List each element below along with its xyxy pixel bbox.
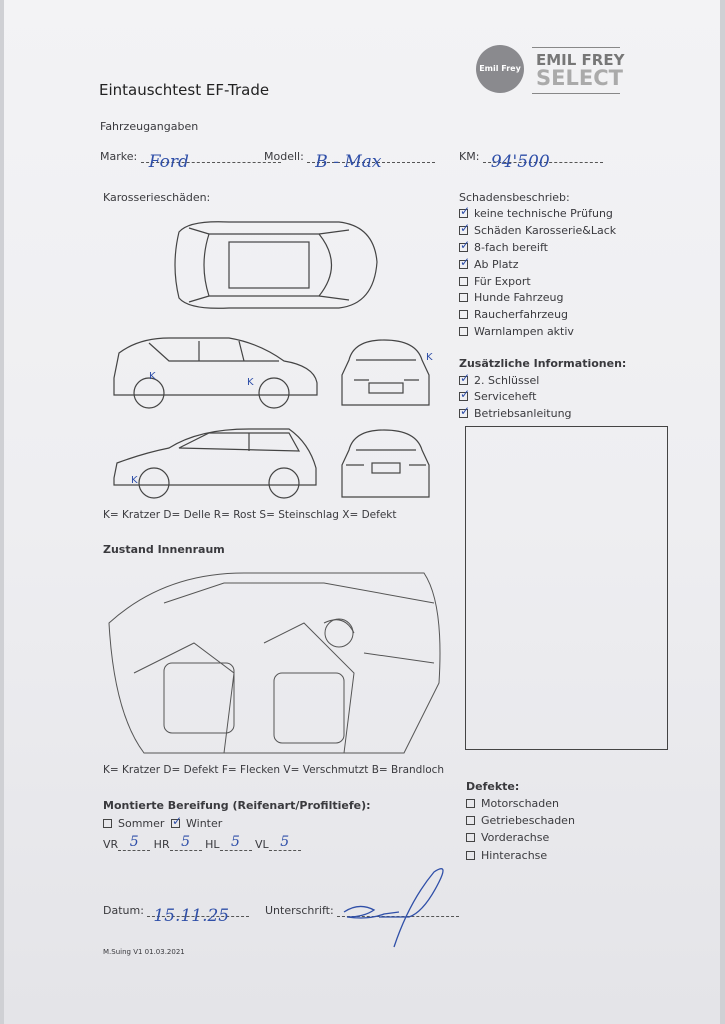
damage-desc-title: Schadensbeschrieb: xyxy=(459,191,570,204)
checkbox-keine-technische-pruefung[interactable]: keine technische Prüfung xyxy=(459,204,613,220)
body-damage-title: Karosserieschäden: xyxy=(103,191,211,204)
checkbox-schaeden-karosserie-lack[interactable]: Schäden Karosserie&Lack xyxy=(459,221,616,237)
km-field[interactable]: KM: 94'500 xyxy=(459,150,603,172)
date-value: 15.11.25 xyxy=(153,906,230,926)
checkbox-hinterachse[interactable]: Hinterachse xyxy=(466,849,547,862)
notes-box[interactable] xyxy=(465,426,668,750)
damage-mark-k: K xyxy=(131,475,138,486)
vehicle-section-title: Fahrzeugangaben xyxy=(100,120,199,133)
km-value: 94'500 xyxy=(490,152,550,172)
damage-mark-k: K xyxy=(149,371,156,382)
checkbox-warnlampen-aktiv[interactable]: Warnlampen aktiv xyxy=(459,325,574,338)
checkbox-fuer-export[interactable]: Für Export xyxy=(459,275,531,288)
date-field[interactable]: Datum: 15.11.25 xyxy=(103,904,250,926)
logo-text-2: SELECT xyxy=(536,66,623,90)
interior-title: Zustand Innenraum xyxy=(103,543,225,556)
car-side-view-right[interactable]: K xyxy=(109,423,321,503)
checkbox-zweiter-schluessel[interactable]: 2. Schlüssel xyxy=(459,371,539,387)
checkbox-raucherfahrzeug[interactable]: Raucherfahrzeug xyxy=(459,308,568,321)
car-top-view[interactable] xyxy=(169,212,381,318)
version-note: M.Suing V1 01.03.2021 xyxy=(103,948,185,956)
page-title: Eintauschtest EF-Trade xyxy=(99,81,270,99)
logo-badge: Emil Frey xyxy=(476,45,524,93)
checkbox-serviceheft[interactable]: Serviceheft xyxy=(459,387,536,403)
checkbox-ab-platz[interactable]: Ab Platz xyxy=(459,255,519,271)
checkbox-betriebsanleitung[interactable]: Betriebsanleitung xyxy=(459,404,572,420)
modell-value: B - Max xyxy=(315,152,382,172)
vr-value: 5 xyxy=(129,834,139,850)
hl-value: 5 xyxy=(231,834,240,850)
signature-label: Unterschrift: xyxy=(265,904,334,917)
checkbox-sommer[interactable]: Sommer xyxy=(103,817,164,830)
damage-mark-k: K xyxy=(426,352,433,363)
body-damage-legend: K= Kratzer D= Delle R= Rost S= Steinschl… xyxy=(103,509,397,521)
car-rear-view[interactable] xyxy=(334,425,439,505)
interior-drawing[interactable] xyxy=(104,563,446,761)
date-label: Datum: xyxy=(103,904,144,917)
logo-text-1: EMIL FREY xyxy=(536,51,625,69)
additional-info-title: Zusätzliche Informationen: xyxy=(459,357,627,370)
checkbox-winter[interactable]: Winter xyxy=(171,814,222,830)
modell-field[interactable]: Modell: B - Max xyxy=(264,150,436,172)
checkbox-hunde-fahrzeug[interactable]: Hunde Fahrzeug xyxy=(459,291,564,304)
checkbox-8-fach-bereift[interactable]: 8-fach bereift xyxy=(459,238,548,254)
modell-label: Modell: xyxy=(264,150,304,163)
marke-value: Ford xyxy=(148,152,189,172)
marke-field[interactable]: Marke: Ford xyxy=(100,150,281,172)
checkbox-vorderachse[interactable]: Vorderachse xyxy=(466,831,549,844)
tires-title: Montierte Bereifung (Reifenart/Profiltie… xyxy=(103,799,371,812)
interior-legend: K= Kratzer D= Defekt F= Flecken V= Versc… xyxy=(103,764,445,776)
km-label: KM: xyxy=(459,150,480,163)
vl-value: 5 xyxy=(280,834,290,850)
damage-mark-k: K xyxy=(247,377,254,388)
checkbox-getriebeschaden[interactable]: Getriebeschaden xyxy=(466,814,575,827)
marke-label: Marke: xyxy=(100,150,138,163)
car-front-view[interactable]: K xyxy=(334,335,439,415)
defects-title: Defekte: xyxy=(466,780,520,793)
checkbox-motorschaden[interactable]: Motorschaden xyxy=(466,797,559,810)
handwritten-signature xyxy=(343,868,444,948)
car-side-view-left[interactable]: K K xyxy=(109,333,321,413)
hr-value: 5 xyxy=(181,834,191,850)
form-page: Emil Frey EMIL FREY SELECT Eintauschtest… xyxy=(4,0,720,1024)
